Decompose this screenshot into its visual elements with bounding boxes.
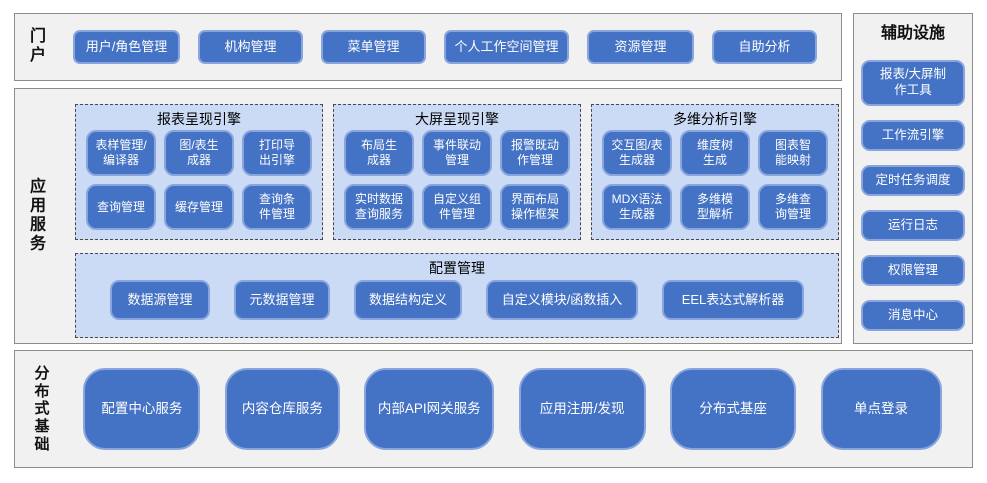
auxiliary-section: 辅助设施 报表/大屏制 作工具 工作流引擎 定时任务调度 运行日志 权限管理 消… (853, 13, 973, 344)
foundation-item-content-repo-service[interactable]: 内容仓库服务 (224, 368, 340, 450)
olap-item-smart-chart-mapping[interactable]: 图表智 能映射 (758, 130, 828, 176)
config-item-data-structure-definition[interactable]: 数据结构定义 (354, 280, 462, 320)
config-mgmt-panel: 配置管理 数据源管理 元数据管理 数据结构定义 自定义模块/函数插入 EEL表达… (75, 253, 839, 338)
app-services-section: 应用服务 报表呈现引擎 表样管理/ 编译器 图/表生 成器 打印导 出引擎 查询… (14, 88, 842, 344)
portal-item-workspace-mgmt[interactable]: 个人工作空间管理 (444, 30, 569, 64)
aux-item-scheduled-task[interactable]: 定时任务调度 (861, 165, 965, 196)
olap-item-multidim-query-mgmt[interactable]: 多维查 询管理 (758, 184, 828, 230)
olap-item-interactive-chart-generator[interactable]: 交互图/表 生成器 (602, 130, 672, 176)
aux-item-message-center[interactable]: 消息中心 (861, 300, 965, 331)
dashboard-item-realtime-data-query[interactable]: 实时数据 查询服务 (344, 184, 414, 230)
foundation-button-row: 配置中心服务 内容仓库服务 内部API网关服务 应用注册/发现 分布式基座 单点… (59, 351, 966, 467)
report-engine-group: 报表呈现引擎 表样管理/ 编译器 图/表生 成器 打印导 出引擎 查询管理 缓存… (75, 104, 323, 240)
portal-item-self-service-analysis[interactable]: 自助分析 (712, 30, 817, 64)
foundation-section: 分布式基础 配置中心服务 内容仓库服务 内部API网关服务 应用注册/发现 分布… (14, 350, 973, 468)
dashboard-item-ui-layout-framework[interactable]: 界面布局 操作框架 (500, 184, 570, 230)
report-item-cache-mgmt[interactable]: 缓存管理 (164, 184, 234, 230)
aux-item-run-log[interactable]: 运行日志 (861, 210, 965, 241)
dashboard-item-alarm-action-mgmt[interactable]: 报警既动 作管理 (500, 130, 570, 176)
report-item-style-compiler[interactable]: 表样管理/ 编译器 (86, 130, 156, 176)
aux-item-report-dashboard-design-tool[interactable]: 报表/大屏制 作工具 (861, 60, 965, 106)
foundation-item-config-center-service[interactable]: 配置中心服务 (83, 368, 201, 450)
config-item-datasource-mgmt[interactable]: 数据源管理 (110, 280, 210, 320)
aux-item-workflow-engine[interactable]: 工作流引擎 (861, 120, 965, 151)
auxiliary-column: 辅助设施 报表/大屏制 作工具 工作流引擎 定时任务调度 运行日志 权限管理 消… (854, 14, 972, 331)
portal-section-label: 门户 (29, 28, 46, 64)
config-mgmt-row: 数据源管理 元数据管理 数据结构定义 自定义模块/函数插入 EEL表达式解析器 (76, 278, 838, 320)
olap-engine-title: 多维分析引擎 (673, 111, 757, 127)
foundation-item-distributed-base[interactable]: 分布式基座 (670, 368, 797, 450)
config-mgmt-title: 配置管理 (429, 260, 485, 276)
engine-groups: 报表呈现引擎 表样管理/ 编译器 图/表生 成器 打印导 出引擎 查询管理 缓存… (75, 104, 839, 240)
config-item-metadata-mgmt[interactable]: 元数据管理 (234, 280, 330, 320)
foundation-item-app-register-discovery[interactable]: 应用注册/发现 (518, 368, 646, 450)
olap-item-dimension-tree-generation[interactable]: 维度树 生成 (680, 130, 750, 176)
dashboard-engine-title: 大屏呈现引擎 (415, 111, 499, 127)
foundation-item-single-sign-on[interactable]: 单点登录 (820, 368, 942, 450)
olap-item-mdx-syntax-generator[interactable]: MDX语法 生成器 (602, 184, 672, 230)
portal-item-user-role-mgmt[interactable]: 用户/角色管理 (73, 30, 180, 64)
portal-item-org-mgmt[interactable]: 机构管理 (198, 30, 303, 64)
config-item-eel-expression-parser[interactable]: EEL表达式解析器 (662, 280, 804, 320)
dashboard-item-layout-generator[interactable]: 布局生 成器 (344, 130, 414, 176)
report-item-query-condition-mgmt[interactable]: 查询条 件管理 (242, 184, 312, 230)
dashboard-engine-group: 大屏呈现引擎 布局生 成器 事件联动 管理 报警既动 作管理 实时数据 查询服务… (333, 104, 581, 240)
report-item-query-mgmt[interactable]: 查询管理 (86, 184, 156, 230)
config-item-custom-module-function-insert[interactable]: 自定义模块/函数插入 (486, 280, 638, 320)
olap-engine-group: 多维分析引擎 交互图/表 生成器 维度树 生成 图表智 能映射 MDX语法 生成… (591, 104, 839, 240)
portal-button-row: 用户/角色管理 机构管理 菜单管理 个人工作空间管理 资源管理 自助分析 (73, 14, 835, 80)
aux-item-permission-mgmt[interactable]: 权限管理 (861, 255, 965, 286)
dashboard-item-event-linkage-mgmt[interactable]: 事件联动 管理 (422, 130, 492, 176)
portal-section: 门户 用户/角色管理 机构管理 菜单管理 个人工作空间管理 资源管理 自助分析 (14, 13, 842, 81)
dashboard-engine-grid: 布局生 成器 事件联动 管理 报警既动 作管理 实时数据 查询服务 自定义组 件… (344, 130, 570, 230)
app-services-section-label: 应用服务 (29, 178, 46, 252)
portal-item-resource-mgmt[interactable]: 资源管理 (587, 30, 694, 64)
portal-item-menu-mgmt[interactable]: 菜单管理 (321, 30, 426, 64)
olap-engine-grid: 交互图/表 生成器 维度树 生成 图表智 能映射 MDX语法 生成器 多维模 型… (602, 130, 828, 230)
foundation-item-internal-api-gateway[interactable]: 内部API网关服务 (364, 368, 495, 450)
report-engine-title: 报表呈现引擎 (157, 111, 241, 127)
dashboard-item-custom-component-mgmt[interactable]: 自定义组 件管理 (422, 184, 492, 230)
report-engine-grid: 表样管理/ 编译器 图/表生 成器 打印导 出引擎 查询管理 缓存管理 查询条 … (86, 130, 312, 230)
report-item-print-export-engine[interactable]: 打印导 出引擎 (242, 130, 312, 176)
report-item-chart-table-generator[interactable]: 图/表生 成器 (164, 130, 234, 176)
olap-item-multidim-model-parsing[interactable]: 多维模 型解析 (680, 184, 750, 230)
foundation-section-label: 分布式基础 (34, 364, 50, 453)
auxiliary-title: 辅助设施 (880, 25, 945, 42)
